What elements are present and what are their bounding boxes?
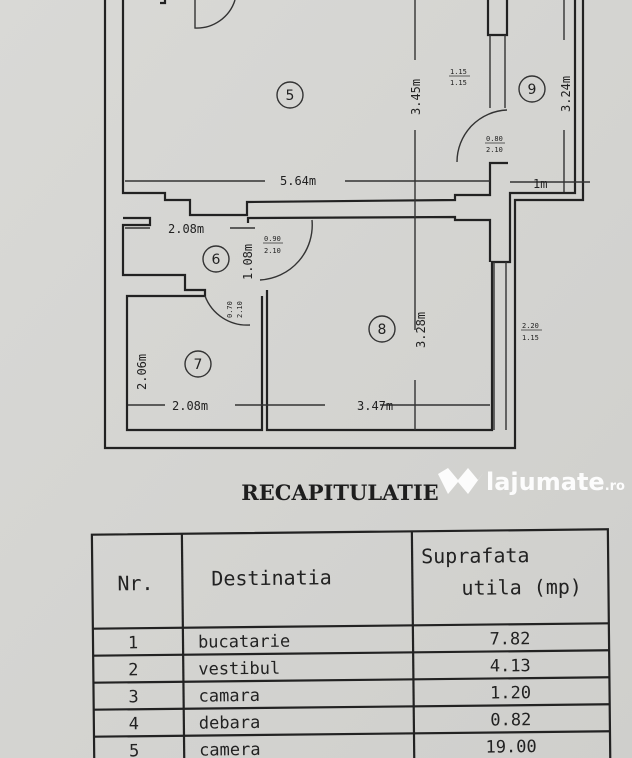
- row-nr: 5: [129, 741, 139, 758]
- row-destinatia: camara: [198, 686, 260, 707]
- lajumate-watermark: lajumate.ro: [438, 468, 625, 496]
- row-suprafata: 19.00: [485, 737, 536, 758]
- dim-room8-width: 3.47m: [357, 399, 393, 413]
- row-suprafata: 0.82: [490, 710, 531, 730]
- watermark-tld: .ro: [605, 479, 625, 494]
- row-nr: 3: [128, 687, 138, 707]
- room-markers: 5 6 7 8 9: [184, 75, 546, 378]
- header-nr: Nr.: [117, 571, 153, 595]
- room-number-9: 9: [528, 82, 537, 98]
- room-number-6: 6: [212, 252, 221, 268]
- dim-room7-width: 2.08m: [172, 399, 208, 413]
- door-7-top: 0.70: [226, 301, 234, 318]
- door-9-bottom: 2.10: [486, 146, 503, 154]
- table-row: 5 camera 19.00: [129, 737, 537, 758]
- door-7-bottom: 2.10: [236, 301, 244, 318]
- dim-room5-width: 5.64m: [280, 174, 316, 188]
- row-destinatia: vestibul: [198, 659, 280, 680]
- row-nr: 2: [128, 660, 138, 680]
- door-8-bottom: 2.10: [264, 247, 281, 255]
- dim-room7-height: 2.06m: [135, 354, 149, 390]
- dim-room6-height: 1.08m: [241, 244, 255, 280]
- table-row: 1 bucatarie 7.82: [128, 629, 531, 653]
- row-nr: 4: [129, 714, 139, 734]
- header-utila: utila (mp): [461, 575, 582, 600]
- row-suprafata: 7.82: [489, 629, 530, 649]
- walls: [103, 0, 590, 450]
- table-row: 3 camara 1.20: [128, 683, 531, 707]
- header-suprafata: Suprafata: [421, 543, 530, 568]
- header-destinatia: Destinatia: [211, 565, 332, 590]
- watermark-brand: lajumate: [486, 468, 605, 496]
- table-row: 2 vestibul 4.13: [128, 656, 531, 680]
- window-8-top: 2.20: [522, 322, 539, 330]
- dim-room6-width: 2.08m: [168, 222, 204, 236]
- room-number-7: 7: [194, 357, 203, 373]
- dim-room9-width: 1m: [533, 177, 547, 191]
- row-nr: 1: [128, 633, 138, 653]
- row-destinatia: camera: [199, 740, 261, 758]
- room-number-8: 8: [378, 322, 387, 338]
- row-destinatia: bucatarie: [198, 632, 290, 653]
- recap-table: Nr. Destinatia Suprafata utila (mp) 1 buc…: [90, 528, 612, 758]
- dim-room9-height: 3.24m: [559, 76, 573, 112]
- table-row: 4 debara 0.82: [129, 710, 532, 734]
- window-8-bottom: 1.15: [522, 334, 539, 342]
- row-suprafata: 4.13: [490, 656, 531, 676]
- door-9-top: 0.80: [486, 135, 503, 143]
- row-suprafata: 1.20: [490, 683, 531, 703]
- window-5-bottom: 1.15: [450, 79, 467, 87]
- room-number-5: 5: [286, 88, 295, 104]
- recap-title: RECAPITULATIE: [241, 480, 438, 505]
- row-destinatia: debara: [199, 713, 261, 734]
- dim-room5-height: 3.45m: [409, 79, 423, 115]
- dimensions: 5.64m 3.45m 3.24m 1m 2.08m 1.08m 2.06m 2…: [135, 68, 573, 413]
- svg-text:lajumate.ro: lajumate.ro: [486, 468, 625, 496]
- dim-room8-height: 3.28m: [414, 312, 428, 348]
- window-5-top: 1.15: [450, 68, 467, 76]
- door-8-top: 0.90: [264, 235, 281, 243]
